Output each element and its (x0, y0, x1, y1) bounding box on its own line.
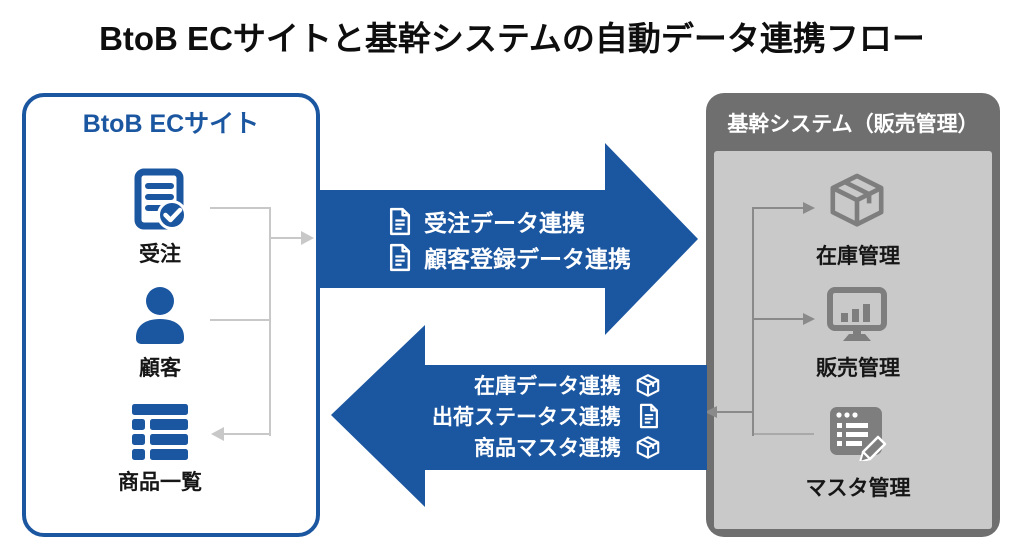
ec-item-order-label: 受注 (139, 243, 181, 266)
flow-label: 在庫データ連携 (474, 374, 621, 398)
arrowhead-to-return-flow-icon (705, 406, 717, 418)
flow-row: 出荷ステータス連携 (419, 400, 663, 431)
connector-order-line (210, 207, 271, 209)
flow-row: 顧客登録データ連携 (384, 239, 631, 275)
core-system-box-title: 基幹システム（販売管理） (727, 113, 979, 136)
document-icon (633, 403, 663, 429)
connector-master-line (752, 433, 814, 435)
core-item-master-label: マスタ管理 (805, 477, 911, 500)
flow-arrow-to-core: 受注データ連携 顧客登録データ連携 (318, 143, 698, 335)
connector-products-line (224, 433, 271, 435)
core-item-sales-label: 販売管理 (816, 357, 900, 380)
flow-to-ec-labels: 在庫データ連携 出荷ステータス連携 (419, 369, 663, 462)
flow-label: 商品マスタ連携 (474, 436, 621, 460)
flow-row: 在庫データ連携 (419, 369, 663, 400)
arrowhead-to-flow-icon (301, 231, 314, 245)
flow-to-core-labels: 受注データ連携 顧客登録データ連携 (384, 203, 631, 275)
ec-item-customer-label: 顧客 (139, 357, 181, 380)
flow-label: 出荷ステータス連携 (432, 405, 621, 429)
flow-row: 商品マスタ連携 (419, 431, 663, 462)
customer-person-icon (133, 286, 187, 346)
flow-label: 顧客登録データ連携 (424, 246, 631, 272)
connector-sales-line (752, 318, 804, 320)
connector-outgoing-line (269, 237, 302, 239)
ec-site-box-title: BtoB ECサイト (82, 110, 260, 138)
diagram-title: BtoB ECサイトと基幹システムの自動データ連携フロー (99, 20, 925, 57)
connector-inventory-line (752, 207, 804, 209)
flow-arrow-to-ec: 在庫データ連携 出荷ステータス連携 (331, 325, 707, 507)
connector-vertical-line-ec (269, 207, 271, 436)
order-document-check-icon (133, 168, 187, 232)
ec-item-products-label: 商品一覧 (118, 471, 202, 494)
arrowhead-to-sales-icon (803, 313, 815, 325)
core-item-inventory-label: 在庫管理 (816, 245, 900, 268)
connector-vertical-line-core (752, 207, 754, 436)
document-icon (384, 243, 414, 272)
package-icon (633, 372, 663, 398)
arrowhead-to-products-icon (211, 427, 224, 441)
connector-customer-line (210, 319, 271, 321)
flow-label: 受注データ連携 (424, 210, 585, 236)
product-list-icon (130, 402, 190, 462)
document-icon (384, 207, 414, 236)
package-box-icon (824, 168, 890, 230)
master-edit-icon (827, 403, 889, 461)
arrowhead-to-inventory-icon (803, 202, 815, 214)
package-icon (633, 434, 663, 460)
flow-row: 受注データ連携 (384, 203, 631, 239)
connector-outgoing-line-core (716, 411, 754, 413)
monitor-chart-icon (826, 287, 888, 343)
